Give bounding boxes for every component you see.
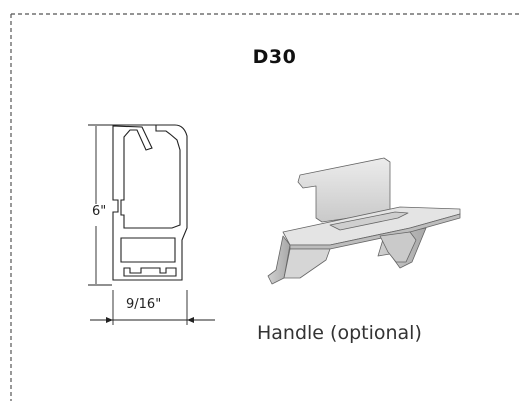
product-code-title: D30: [252, 46, 297, 68]
handle-caption: Handle (optional): [257, 322, 422, 344]
profile-height-label: 6": [92, 204, 107, 219]
profile-width-label: 9/16": [126, 297, 162, 312]
